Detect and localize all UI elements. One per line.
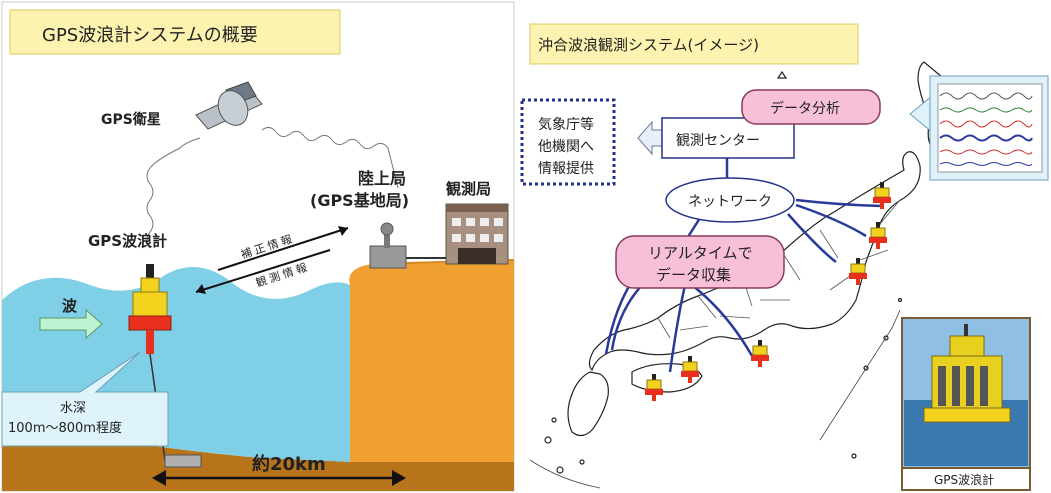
overview-diagram: GPS波浪計システムの概要 GPS衛星 陸上局 (GPS基地局) 観測局 補正情…: [1, 1, 515, 492]
buoy-marker-3: [849, 258, 867, 285]
info-line-2: 他機関へ: [538, 139, 594, 155]
buoy-label: GPS波浪計: [88, 232, 167, 250]
buoy-marker-6: [645, 374, 663, 401]
realtime-collection-box: [615, 235, 785, 289]
title-box: [9, 9, 341, 55]
realtime-line1: リアルタイムで: [648, 244, 753, 262]
observatory-building: [445, 203, 509, 265]
data-analysis-label: データ分析: [770, 100, 840, 117]
boundary-line-south: [529, 459, 601, 489]
page-title: 沖合波浪観測システム(イメージ): [538, 36, 759, 54]
distance-label: 約20km: [252, 453, 326, 475]
network-node: [665, 177, 795, 223]
signal-wave-to-station: [261, 126, 399, 189]
info-provision-box: [520, 98, 616, 186]
title-box: [529, 23, 859, 65]
depth-line2: 100m～800m程度: [8, 420, 122, 436]
observation-info-arrow: [195, 249, 331, 294]
wave-label: 波: [62, 297, 78, 315]
wave-arrow-icon: [39, 308, 103, 340]
buoy-marker-2: [869, 222, 887, 249]
correction-info-arrow: [217, 226, 349, 271]
land-station-sub: (GPS基地局): [310, 191, 409, 210]
land: [349, 260, 514, 462]
observation-map-diagram: 沖合波浪観測システム(イメージ) 気象庁等 他機関へ 情報提供: [520, 23, 1049, 491]
distance-arrow: [152, 470, 406, 486]
boundary-line: [819, 309, 901, 441]
signal-wave-to-buoy: [146, 137, 201, 249]
depth-callout: [1, 351, 169, 447]
realtime-line2: データ収集: [656, 266, 731, 284]
seabed: [2, 420, 514, 491]
anchor-icon: [164, 454, 202, 468]
gps-base-station-icon: [369, 222, 446, 269]
observation-center-label: 観測センター: [676, 132, 760, 149]
depth-line1: 水深: [60, 401, 86, 416]
network-label: ネットワーク: [688, 194, 772, 210]
satellite-icon: [195, 81, 263, 130]
gps-buoy-icon: [128, 264, 172, 461]
buoy-marker-4: [751, 340, 769, 367]
buoy-marker-1: [873, 182, 891, 209]
prefecture-lines: [657, 199, 901, 339]
photo-caption: GPS波浪計: [934, 472, 994, 487]
observatory-label: 観測局: [446, 180, 491, 198]
info-arrow-icon: [637, 120, 663, 156]
photo-caption-box: [901, 467, 1031, 491]
buoy-marker-5: [681, 356, 699, 383]
info-line-1: 気象庁等: [538, 116, 594, 133]
chart-callout-pointer: [909, 94, 933, 134]
offshore-wave-observation-system: 沖合波浪観測システム(イメージ) 気象庁等 他機関へ 情報提供: [520, 0, 1051, 493]
data-analysis-button: [741, 89, 881, 125]
satellite-label: GPS衛星: [101, 111, 161, 128]
chart-plot: [937, 83, 1043, 173]
page-title: GPS波浪計システムの概要: [42, 25, 258, 46]
buoy-photo: [901, 317, 1031, 469]
land-station-label: 陸上局: [358, 169, 406, 188]
info-line-3: 情報提供: [538, 161, 594, 177]
gps-wave-system-overview: GPS波浪計システムの概要 GPS衛星 陸上局 (GPS基地局) 観測局 補正情…: [0, 0, 516, 493]
